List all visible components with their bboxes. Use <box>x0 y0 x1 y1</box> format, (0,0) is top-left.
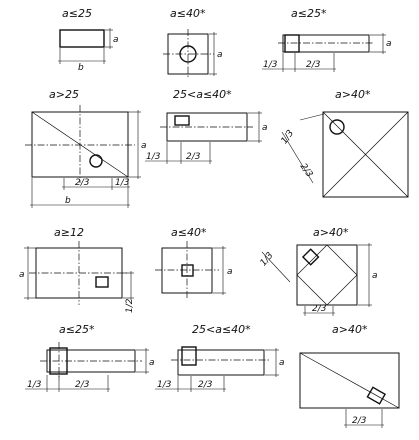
panel-5-third-label: 1/3 <box>146 152 161 162</box>
panel-1: a≤25 b a <box>58 7 119 73</box>
panel-7-title: a≥12 <box>54 226 84 239</box>
panel-8-a-label: a <box>227 267 233 277</box>
panel-4-twothirds-label: 2/3 <box>75 178 90 188</box>
panel-12-title: a>40* <box>332 323 368 336</box>
panel-9-sample <box>301 248 320 266</box>
panel-6-twothirds-label: 2/3 <box>298 162 315 180</box>
panel-1-a-label: a <box>113 35 119 45</box>
panel-9: a>40* 1/3 a 2/3 <box>259 226 378 316</box>
panel-1-title: a≤25 <box>62 7 92 20</box>
panel-9-third-label: 1/3 <box>259 251 276 269</box>
panel-6-third-label: 1/3 <box>280 128 297 146</box>
panel-3-third-label: 1/3 <box>263 60 278 70</box>
panel-5: 25<a≤40* 1/3 2/3 a <box>145 88 268 164</box>
panel-4-a-label: a <box>141 141 147 151</box>
panel-12-section <box>299 352 400 409</box>
panel-11-title: 25<a≤40* <box>192 323 251 336</box>
panel-3: a≤25* 1/3 2/3 a <box>262 7 392 72</box>
panel-3-a-label: a <box>386 39 392 49</box>
panel-7-half-label: 1/2 <box>125 298 135 313</box>
panel-6-title: a>40* <box>335 88 371 101</box>
panel-10-a-label: a <box>149 358 155 368</box>
panel-5-title: 25<a≤40* <box>173 88 232 101</box>
panel-1-b-label: b <box>78 63 84 73</box>
panel-6-sample-circle <box>329 119 345 135</box>
panel-7-a-label: a <box>19 270 25 280</box>
panel-12-sample <box>366 386 387 405</box>
panel-12-twothirds-label: 2/3 <box>352 416 367 426</box>
panel-12: a>40* 2/3 <box>299 323 400 428</box>
panel-3-twothirds-label: 2/3 <box>306 60 321 70</box>
panel-5-twothirds-label: 2/3 <box>186 152 201 162</box>
panel-9-title: a>40* <box>313 226 349 239</box>
panel-7-sample <box>95 276 109 288</box>
panel-6-section <box>322 111 409 198</box>
panel-2-a-label: a <box>217 50 223 60</box>
panel-10-third-label: 1/3 <box>27 380 42 390</box>
panel-5-a-label: a <box>262 123 268 133</box>
panel-2-title: a≤40* <box>170 7 206 20</box>
panel-11-third-label: 1/3 <box>157 380 172 390</box>
panel-11-sample <box>181 346 197 366</box>
panel-2-sample-circle <box>179 45 197 63</box>
panel-4-title: a>25 <box>49 88 79 101</box>
panel-11-a-label: a <box>279 358 285 368</box>
panel-6: a>40* 1/3 2/3 <box>280 88 409 198</box>
panel-7: a≥12 a 1/2 <box>19 226 135 313</box>
panel-3-section <box>282 34 370 53</box>
panel-11-twothirds-label: 2/3 <box>198 380 213 390</box>
panel-9-a-label: a <box>372 271 378 281</box>
panel-4-b-label: b <box>65 196 71 206</box>
panel-11-section <box>177 349 265 376</box>
panel-5-sample <box>174 115 190 126</box>
panel-3-sample <box>284 34 300 53</box>
panel-10-title: a≤25* <box>59 323 95 336</box>
panel-2: a≤40* a <box>163 7 223 79</box>
panel-8: a≤40* a <box>155 226 233 300</box>
panel-4-third-label: 1/3 <box>115 178 130 188</box>
panel-1-section <box>59 29 105 48</box>
panel-4: a>25 a 2/3 1/3 b <box>25 88 147 208</box>
panel-9-twothirds-label: 2/3 <box>312 304 327 314</box>
panel-10-twothirds-label: 2/3 <box>75 380 90 390</box>
panel-8-title: a≤40* <box>171 226 207 239</box>
panel-11: 25<a≤40* 1/3 2/3 a <box>155 323 285 392</box>
panel-4-sample-circle <box>89 154 103 168</box>
panel-10: a≤25* 1/3 2/3 a <box>25 323 155 392</box>
panel-3-title: a≤25* <box>291 7 327 20</box>
panel-8-sample <box>181 264 194 277</box>
